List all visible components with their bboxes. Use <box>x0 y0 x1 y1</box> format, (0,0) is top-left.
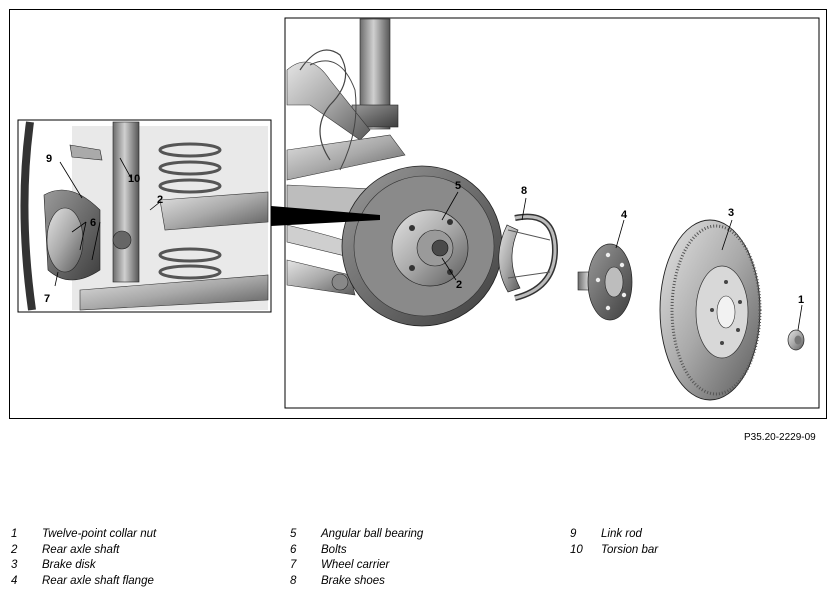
legend-number: 10 <box>570 543 583 556</box>
legend-label: Rear axle shaft <box>42 543 120 556</box>
legend-label: Brake disk <box>42 559 96 571</box>
callout-7: 7 <box>44 293 50 305</box>
callout-10: 10 <box>128 173 140 185</box>
axle-shaft-flange <box>577 243 633 321</box>
collar-nut <box>787 329 805 351</box>
legend-number: 3 <box>11 559 18 571</box>
legend-number: 7 <box>290 559 297 571</box>
legend-number: 2 <box>11 543 18 556</box>
legend-label: Brake shoes <box>321 574 385 587</box>
callout-6: 6 <box>90 217 96 229</box>
legend-label: Twelve-point collar nut <box>42 528 157 540</box>
legend-number: 4 <box>11 574 18 587</box>
legend-label: Wheel carrier <box>321 559 390 571</box>
figure-reference: P35.20-2229-09 <box>744 432 816 443</box>
brake-shoes <box>498 213 559 301</box>
callout-4: 4 <box>621 209 628 221</box>
callout-3: 3 <box>728 207 734 219</box>
legend-label: Rear axle shaft flange <box>42 574 154 587</box>
legend-number: 6 <box>290 543 297 556</box>
exploded-view-figure: 1 2 2 3 4 5 6 7 8 9 10 <box>9 9 827 419</box>
callout-2-inset: 2 <box>157 194 163 206</box>
callout-1: 1 <box>798 294 804 306</box>
legend-number: 9 <box>570 528 577 540</box>
callout-9: 9 <box>46 153 52 165</box>
callout-labels: 1 2 2 3 4 5 6 7 8 9 10 <box>44 153 804 306</box>
legend-label: Torsion bar <box>601 543 659 556</box>
legend-label: Angular ball bearing <box>321 528 424 540</box>
legend-number: 5 <box>290 528 297 540</box>
illustration: 1 2 2 3 4 5 6 7 8 9 10 <box>17 17 820 409</box>
legend-label: Bolts <box>321 543 347 556</box>
callout-8: 8 <box>521 185 527 197</box>
legend-number: 8 <box>290 574 297 587</box>
leader-lines <box>441 191 803 331</box>
brake-disk <box>659 219 762 401</box>
callout-2: 2 <box>456 279 462 291</box>
inset-view <box>17 119 380 313</box>
suspension-assembly <box>286 18 503 327</box>
legend-label: Link rod <box>601 528 642 540</box>
legend-number: 1 <box>11 528 18 540</box>
callout-5: 5 <box>455 180 461 192</box>
